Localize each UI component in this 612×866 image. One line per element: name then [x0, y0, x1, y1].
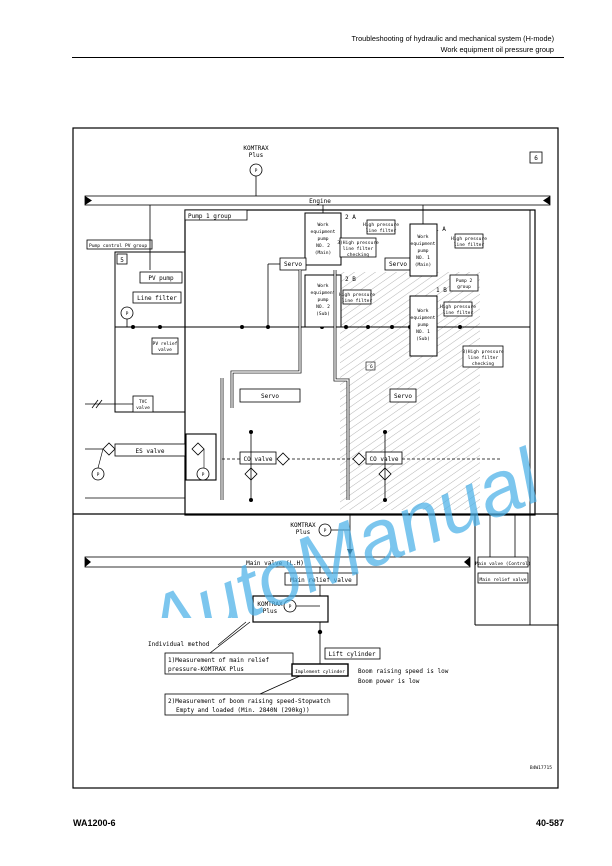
svg-text:equipment: equipment [311, 290, 336, 296]
svg-text:3)High pressure: 3)High pressure [337, 240, 379, 246]
svg-text:equipment: equipment [311, 229, 336, 235]
tvc-label-1: TVC [139, 399, 148, 405]
svg-text:(Sub): (Sub) [416, 336, 430, 342]
svg-text:NO. 1: NO. 1 [416, 329, 430, 335]
label-1b: 1 B [436, 287, 447, 294]
box-6 [529, 151, 543, 164]
header-line-2: Work equipment oil pressure group [440, 45, 554, 54]
box-6-label: 6 [534, 155, 538, 162]
gauge-letter: P [255, 168, 258, 174]
svg-text:Work: Work [417, 308, 428, 314]
svg-text:P: P [324, 528, 327, 534]
boom-speed-text: Boom raising speed is low [358, 668, 449, 675]
komtrax-top-label-2: Plus [249, 152, 264, 159]
svg-text:checking: checking [347, 252, 369, 258]
co-valve-right-label: CO valve [370, 456, 399, 463]
servo-1a-label: Servo [389, 261, 407, 268]
pv-pump-label: PV pump [148, 275, 174, 282]
svg-text:group: group [457, 285, 471, 290]
box-5-label: 5 [120, 257, 124, 264]
svg-text:pump: pump [417, 323, 428, 328]
svg-text:NO. 1: NO. 1 [416, 255, 430, 261]
pump1-main-box [409, 223, 438, 277]
label-2b: 2 B [345, 276, 356, 283]
svg-text:3)High pressure: 3)High pressure [462, 349, 504, 355]
svg-text:pump: pump [317, 237, 328, 242]
svg-text:equipment: equipment [411, 241, 436, 247]
svg-text:(Main): (Main) [315, 250, 332, 256]
svg-text:(Main): (Main) [415, 262, 432, 268]
footer-model: WA1200-6 [73, 818, 116, 828]
svg-text:P: P [126, 311, 129, 317]
svg-text:Work: Work [317, 222, 328, 228]
co-valve-left-label: CO valve [244, 456, 273, 463]
main-relief-label: Main relief valve [290, 577, 352, 584]
pump-control-group-label: Pump control PV group [89, 243, 147, 249]
komtrax-top-label-1: KOMTRAX [243, 145, 269, 152]
svg-text:equipment: equipment [411, 315, 436, 321]
svg-text:line filter: line filter [343, 246, 374, 252]
main-relief-right-label: Main relief valve [479, 577, 526, 583]
svg-text:line filter: line filter [443, 310, 474, 316]
footer-page: 40-587 [535, 818, 564, 828]
svg-text:pump: pump [317, 298, 328, 303]
servo-left-label: Servo [261, 393, 279, 400]
svg-text:Plus: Plus [263, 608, 278, 615]
figure-code: B4W17715 [530, 765, 552, 771]
measurement-2-line-2: Empty and loaded (Min. 2840N (290kg)) [176, 707, 310, 714]
lift-cylinder-label: Lift cylinder [329, 651, 376, 658]
svg-text:P: P [202, 472, 205, 478]
pv-relief-label-1: PV relief [153, 341, 178, 347]
pump1-group-label: Pump 1 group [188, 213, 232, 220]
servo-2a-label: Servo [284, 261, 302, 268]
header-rule [72, 57, 564, 58]
svg-text:NO. 2: NO. 2 [316, 304, 330, 310]
measurement-1-line-2: pressure-KOMTRAX Plus [168, 666, 244, 673]
pump1-sub-box [409, 295, 438, 357]
boom-power-text: Boom power is low [358, 678, 420, 685]
diagram-frame [72, 127, 559, 789]
pv-relief-label-2: valve [158, 347, 172, 353]
svg-text:NO. 2: NO. 2 [316, 243, 330, 249]
svg-text:High pressure: High pressure [451, 236, 487, 242]
header-line-1: Troubleshooting of hydraulic and mechani… [351, 34, 554, 43]
main-valve-lh-label: Main valve (L.H) [246, 560, 304, 567]
svg-text:KOMTRAX: KOMTRAX [257, 601, 283, 608]
measurement-1-line-1: 1)Measurement of main relief [168, 657, 270, 664]
svg-text:High pressure: High pressure [339, 292, 375, 298]
svg-text:Work: Work [317, 283, 328, 289]
main-valve-control-label: Main valve (Control) [475, 561, 530, 567]
svg-text:High pressure: High pressure [363, 222, 399, 228]
label-1a: 1 A [435, 226, 446, 233]
svg-text:P: P [97, 472, 100, 478]
svg-text:Work: Work [417, 234, 428, 240]
individual-method-label: Individual method [148, 641, 210, 648]
svg-text:checking: checking [472, 361, 494, 367]
svg-text:(Sub): (Sub) [316, 311, 330, 317]
svg-text:line filter: line filter [468, 355, 499, 361]
svg-text:Plus: Plus [296, 529, 311, 536]
svg-text:P: P [289, 604, 292, 610]
svg-text:High pressure: High pressure [440, 304, 476, 310]
line-filter-label: Line filter [137, 295, 177, 302]
svg-text:Pump 2: Pump 2 [456, 278, 473, 284]
engine-label: Engine [309, 198, 331, 205]
es-valve-label: ES valve [136, 448, 165, 455]
measurement-2-line-1: 2)Measurement of boom raising speed-Stop… [168, 698, 331, 705]
tvc-label-2: valve [136, 405, 150, 411]
svg-text:line filter: line filter [454, 242, 485, 248]
svg-text:KOMTRAX: KOMTRAX [290, 522, 316, 529]
servo-right-label: Servo [394, 393, 412, 400]
implement-cylinder-label: Implement cylinder [295, 669, 345, 675]
svg-text:line filter: line filter [366, 228, 397, 234]
label-2a: 2 A [345, 214, 356, 221]
svg-text:line filter: line filter [342, 298, 373, 304]
svg-text:pump: pump [417, 249, 428, 254]
marker-6: 6 [370, 364, 373, 370]
